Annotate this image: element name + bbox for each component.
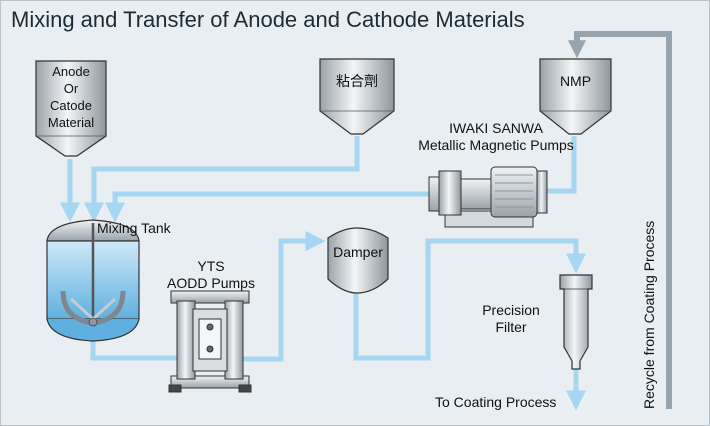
material-label-line: Anode (52, 64, 90, 79)
recycle-line (568, 31, 672, 409)
magnetic-pump (428, 166, 548, 228)
pipe-damper-to-filter (353, 238, 586, 361)
damper-vessel (327, 227, 389, 294)
aodd-pump-brand: YTS (197, 258, 225, 274)
nmp-hopper-label: NMP (559, 73, 592, 89)
material-label-line: Or (63, 81, 79, 96)
material-label-line: Catode (50, 98, 92, 113)
mixing-tank-label: Mixing Tank (97, 220, 171, 236)
material-label-line: Material (47, 115, 95, 130)
filter-label-line: Filter (495, 319, 527, 335)
magnetic-pump-brand: IWAKI SANWA (449, 120, 543, 136)
pipe-network (60, 136, 586, 411)
pipe-binder-to-tank (84, 136, 360, 223)
recycle-label: Recycle from Coating Process (641, 220, 657, 409)
precision-filter (559, 274, 593, 370)
pipe-aodd-to-damper (233, 231, 326, 362)
output-label: To Coating Process (435, 394, 557, 410)
aodd-pump-label: YTS AODD Pumps (151, 258, 271, 292)
binder-hopper-label: 粘合劑 (336, 73, 378, 89)
pipe-nmp-to-pump (546, 136, 577, 194)
aodd-pump (168, 290, 252, 393)
aodd-pump-type: AODD Pumps (167, 275, 255, 291)
filter-label-line: Precision (482, 302, 540, 318)
filter-label: Precision Filter (471, 302, 551, 336)
magnetic-pump-type: Metallic Magnetic Pumps (418, 137, 574, 153)
binder-hopper (319, 58, 395, 135)
damper-label: Damper (333, 244, 383, 260)
mixing-tank (46, 219, 140, 342)
material-hopper-label: Anode Or Catode Material (36, 63, 106, 131)
magnetic-pump-label: IWAKI SANWA Metallic Magnetic Pumps (401, 120, 591, 154)
nmp-hopper (539, 58, 612, 135)
pipe-pump-to-tank (105, 191, 431, 223)
material-hopper (35, 60, 107, 157)
page-title: Mixing and Transfer of Anode and Cathode… (11, 7, 525, 32)
